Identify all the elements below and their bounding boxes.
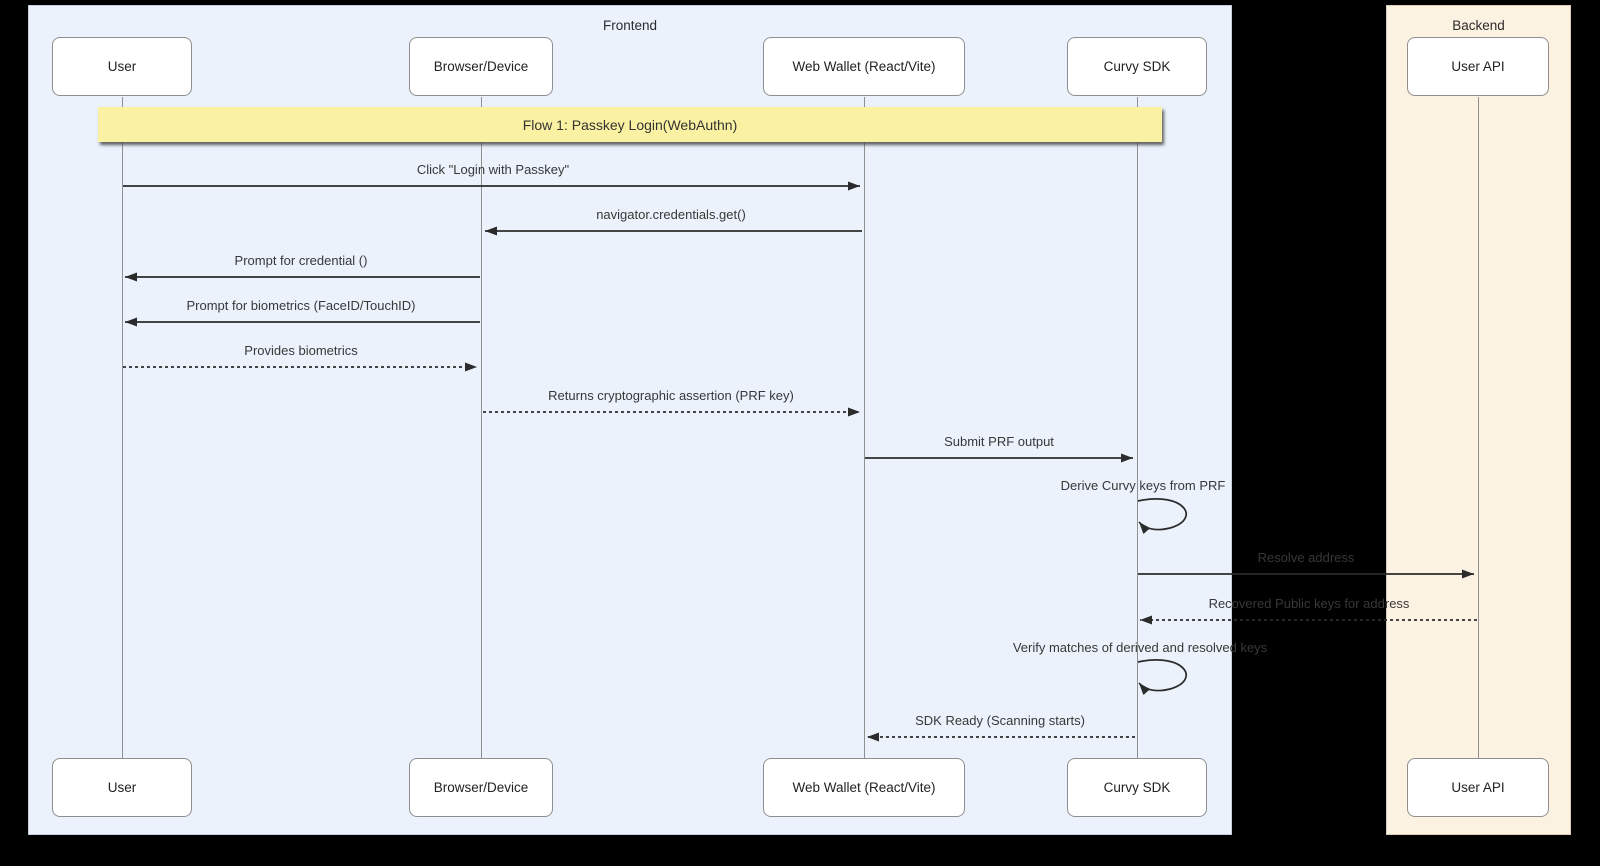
actor-head-user-api: User API (1407, 37, 1549, 96)
lifeline-web-wallet (863, 97, 865, 758)
message-label-prompt-biometrics: Prompt for biometrics (FaceID/TouchID) (186, 298, 416, 313)
message-label-recovered-public-keys: Recovered Public keys for address (1208, 596, 1410, 611)
actor-head-curvy-sdk: Curvy SDK (1067, 37, 1207, 96)
message-label-derive-curvy-keys: Derive Curvy keys from PRF (1060, 478, 1226, 493)
flow-banner-label: Flow 1: Passkey Login(WebAuthn) (522, 116, 738, 133)
actor-foot-curvy-sdk: Curvy SDK (1067, 758, 1207, 817)
actor-foot-web-wallet: Web Wallet (React/Vite) (763, 758, 965, 817)
actor-head-browser-device: Browser/Device (409, 37, 553, 96)
message-label-navigator-credentials: navigator.credentials.get() (596, 207, 746, 222)
lifeline-user-api (1477, 97, 1479, 758)
message-label-provides-biometrics: Provides biometrics (244, 343, 358, 358)
message-label-returns-assertion: Returns cryptographic assertion (PRF key… (548, 388, 794, 403)
backend-group-label: Backend (1452, 18, 1505, 33)
message-label-prompt-credential: Prompt for credential () (234, 253, 368, 268)
lifeline-user (121, 97, 123, 758)
message-label-sdk-ready: SDK Ready (Scanning starts) (915, 713, 1085, 728)
message-label-verify-matches: Verify matches of derived and resolved k… (1012, 640, 1268, 655)
flow-banner: Flow 1: Passkey Login(WebAuthn) (98, 107, 1162, 142)
backend-group-region: Backend (1386, 5, 1571, 835)
frontend-group-region: Frontend (28, 5, 1232, 835)
actor-foot-user-api: User API (1407, 758, 1549, 817)
actor-foot-user: User (52, 758, 192, 817)
message-label-resolve-address: Resolve address (1257, 550, 1355, 565)
actor-head-user: User (52, 37, 192, 96)
actor-head-web-wallet: Web Wallet (React/Vite) (763, 37, 965, 96)
frontend-group-label: Frontend (602, 18, 658, 33)
message-label-click-login: Click "Login with Passkey" (416, 162, 570, 177)
lifeline-browser-device (480, 97, 482, 758)
message-label-submit-prf: Submit PRF output (944, 434, 1054, 449)
actor-foot-browser-device: Browser/Device (409, 758, 553, 817)
lifeline-curvy-sdk (1136, 97, 1138, 758)
